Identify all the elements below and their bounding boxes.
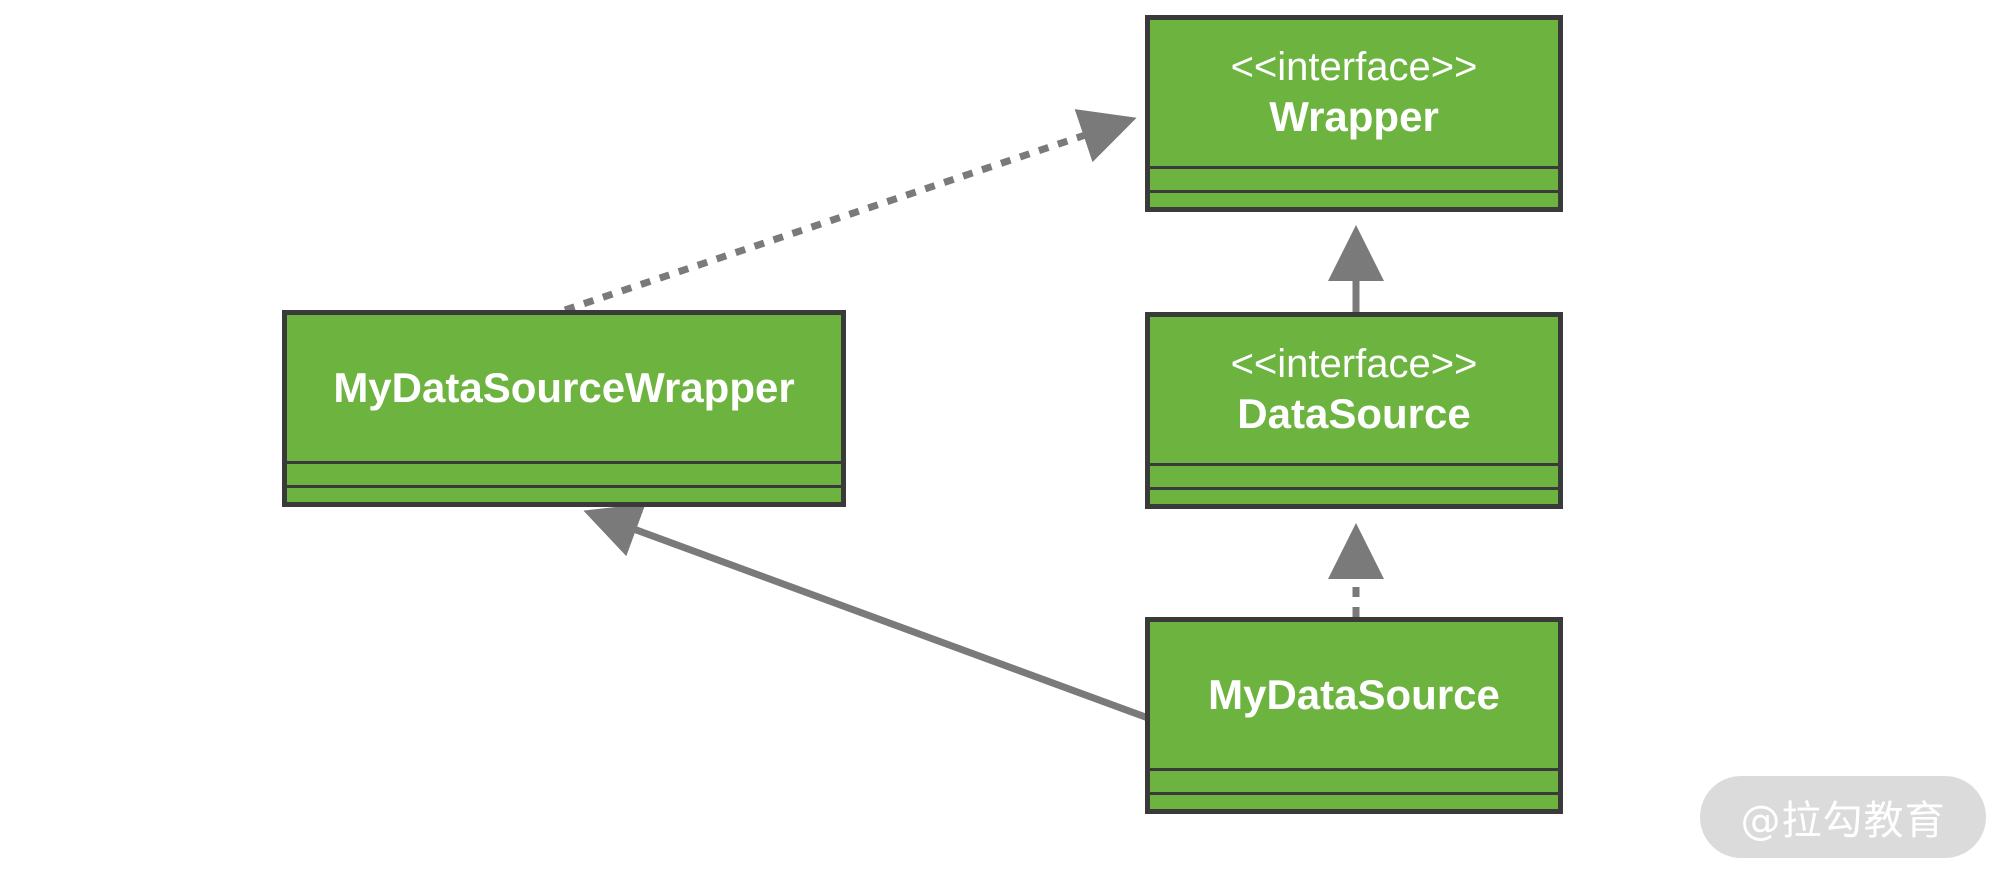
stereotype-label: <<interface>>	[1230, 45, 1478, 89]
class-name: DataSource	[1237, 390, 1471, 437]
methods-divider	[287, 485, 841, 488]
stereotype-label: <<interface>>	[1230, 342, 1478, 386]
methods-divider	[1150, 792, 1558, 795]
class-name: MyDataSource	[1208, 671, 1500, 718]
generalization-arrow-mydatasource-wrapper	[583, 503, 1150, 722]
attributes-divider	[1150, 166, 1558, 169]
class-header: <<interface>> Wrapper	[1150, 20, 1558, 166]
methods-divider	[1150, 190, 1558, 193]
class-header: <<interface>> DataSource	[1150, 317, 1558, 463]
class-box-datasource: <<interface>> DataSource	[1145, 312, 1563, 509]
class-header: MyDataSource	[1150, 622, 1558, 768]
class-box-my-datasource: MyDataSource	[1145, 617, 1563, 814]
attributes-divider	[1150, 463, 1558, 466]
class-box-wrapper: <<interface>> Wrapper	[1145, 15, 1563, 212]
methods-divider	[1150, 487, 1558, 490]
class-header: MyDataSourceWrapper	[287, 315, 841, 461]
attributes-divider	[287, 461, 841, 464]
class-name: Wrapper	[1269, 93, 1439, 140]
realization-arrow-wrapper-impl	[563, 109, 1137, 314]
class-box-my-datasource-wrapper: MyDataSourceWrapper	[282, 310, 846, 507]
watermark-badge: @拉勾教育	[1700, 776, 1986, 858]
attributes-divider	[1150, 768, 1558, 771]
watermark-text: @拉勾教育	[1740, 798, 1946, 844]
class-name: MyDataSourceWrapper	[333, 364, 795, 411]
